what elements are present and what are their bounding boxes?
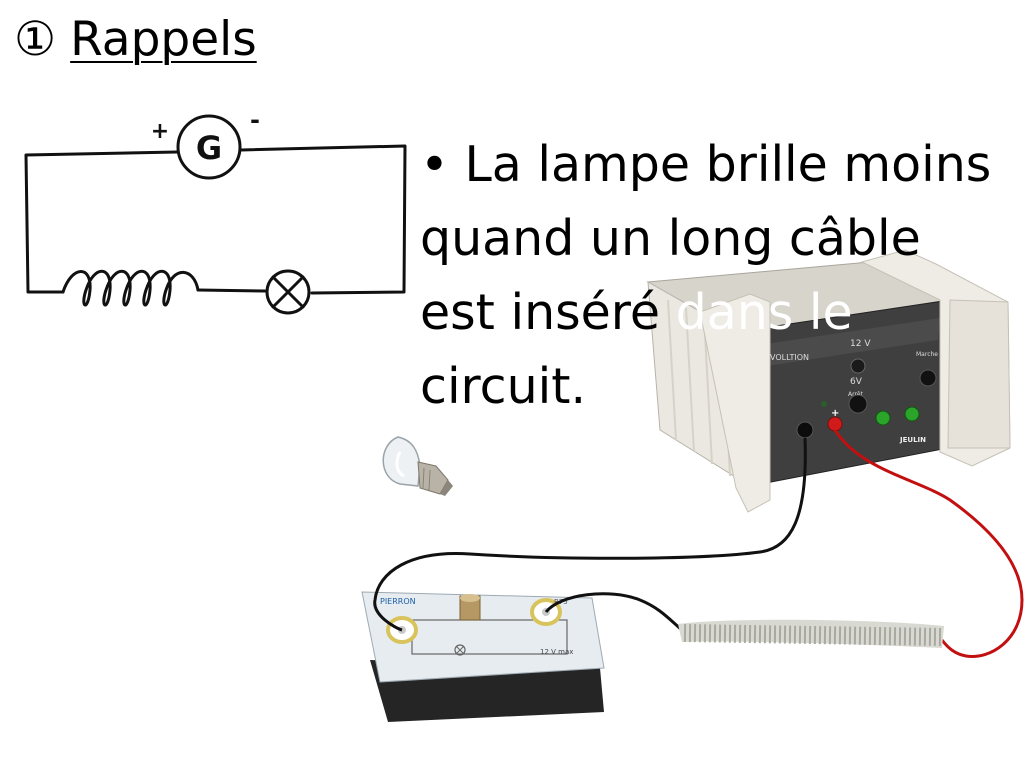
lamp-cross [271, 275, 305, 309]
black-wire [544, 592, 683, 632]
holder-rating: 12 V max [540, 648, 573, 656]
coil-symbol [61, 269, 200, 307]
psu-brand: JEULIN [899, 436, 926, 444]
psu-voltage-top: 12 V [850, 339, 871, 349]
green-terminal [875, 410, 891, 426]
circuit-wire [239, 144, 407, 295]
red-wire [833, 429, 1024, 658]
bullet-line-1: • La lampe brille moins [420, 128, 1020, 202]
bullet-line-4: circuit. [420, 358, 587, 415]
power-switch [919, 369, 937, 387]
voltage-knob [850, 358, 866, 374]
indicator-led [821, 401, 827, 407]
holder-brand: PIERRON [380, 597, 416, 606]
black-terminal [796, 421, 814, 439]
power-supply: VOLLTION 12 V 6V Marche Arrêt + JEULIN [646, 249, 1011, 513]
green-terminal [904, 406, 920, 422]
bullet-marker: • [420, 136, 449, 193]
bullet-text: • La lampe brille moins quand un long câ… [420, 128, 1020, 424]
bullet-line-3: est inséré dans le [420, 276, 1020, 350]
circuit-wire [24, 150, 179, 294]
lamp-symbol [265, 269, 311, 315]
minus-sign: - [250, 106, 260, 134]
psu-model-label: VOLLTION [770, 353, 809, 362]
generator-label: G [196, 129, 222, 167]
bullet-line-3-dark: est inséré [420, 284, 676, 341]
title-text: Rappels [70, 12, 257, 67]
lamp-holder: PIERRON B75 12 V max [361, 591, 605, 722]
light-bulb [382, 436, 453, 496]
circled-number: ① [14, 12, 57, 67]
bullet-line-3-white: dans le [675, 284, 853, 341]
psu-plus-label: + [831, 408, 839, 419]
black-wire [373, 437, 807, 632]
output-knob [848, 394, 868, 414]
psu-handle-left [699, 293, 771, 513]
circuit-wire [196, 288, 267, 293]
coiled-cable [678, 619, 944, 648]
psu-marche-label: Marche [916, 351, 938, 358]
plus-sign: + [151, 119, 169, 144]
generator-symbol [176, 114, 242, 180]
circuit-schematic [24, 114, 407, 315]
psu-arret-label: Arrêt [848, 391, 863, 398]
bullet-line-2: quand un long câble [420, 210, 921, 267]
psu-voltage-mid: 6V [850, 377, 863, 387]
bullet-line-1-text: La lampe brille moins [464, 136, 992, 193]
